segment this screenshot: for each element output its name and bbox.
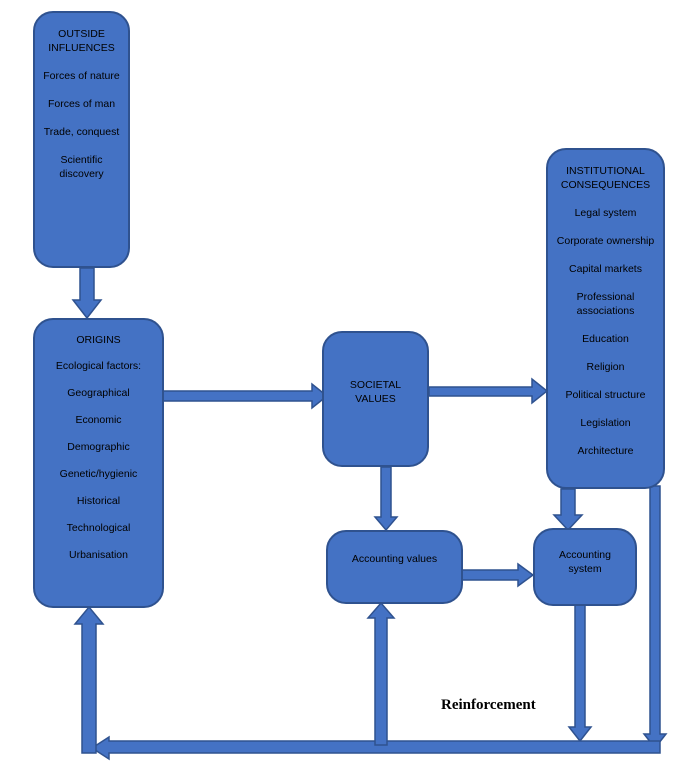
institutional-item: Religion	[586, 361, 625, 373]
origins-box: ORIGINS Ecological factors: Geographical…	[33, 318, 164, 608]
accounting-values-box: Accounting values	[326, 530, 463, 604]
accounting-system-box: Accounting system	[533, 528, 637, 606]
reinforcement-bar	[90, 735, 661, 761]
institutional-item: Architecture	[577, 445, 634, 457]
accounting-values-title: Accounting values	[351, 553, 438, 565]
reinforcement-label: Reinforcement	[441, 697, 536, 713]
societal-values-title: SOCIETAL VALUES	[349, 379, 402, 405]
accounting-system-title: Accounting system	[559, 549, 611, 575]
arrow-outside-to-origins	[71, 267, 103, 320]
outside-influences-item: Trade, conquest	[43, 126, 120, 138]
origins-item: Ecological factors:	[55, 360, 142, 372]
arrow-up-to-accounting-values	[366, 601, 396, 746]
outside-influences-item: Scientific discovery	[59, 154, 104, 180]
origins-title: ORIGINS	[76, 334, 121, 346]
arrow-institutional-to-accounting-system	[552, 488, 584, 532]
institutional-item: Capital markets	[569, 263, 642, 275]
outside-influences-item: Forces of man	[47, 98, 116, 110]
institutional-consequences-title: INSTITUTIONAL CONSEQUENCES	[560, 165, 651, 191]
arrow-societal-to-accounting-values	[373, 466, 399, 532]
outside-influences-item: Forces of nature	[43, 70, 120, 82]
outside-influences-box: OUTSIDE INFLUENCES Forces of nature Forc…	[33, 11, 130, 268]
institutional-item: Corporate ownership	[556, 235, 655, 247]
institutional-item: Legal system	[574, 207, 637, 219]
origins-item: Technological	[66, 522, 131, 534]
arrow-accounting-values-to-system	[461, 562, 535, 588]
arrow-origins-to-societal	[162, 382, 329, 410]
outside-influences-title: OUTSIDE INFLUENCES	[48, 28, 115, 54]
origins-item: Economic	[75, 414, 122, 426]
societal-values-box: SOCIETAL VALUES	[322, 331, 429, 467]
origins-item: Historical	[76, 495, 121, 507]
institutional-item: Legislation	[580, 417, 631, 429]
origins-item: Genetic/hygienic	[59, 468, 138, 480]
arrow-accounting-system-down	[567, 604, 593, 743]
institutional-item: Political structure	[565, 389, 646, 401]
origins-item: Urbanisation	[69, 549, 128, 561]
arrow-societal-to-institutional	[428, 377, 549, 405]
arrow-institutional-down	[642, 485, 668, 750]
institutional-item: Professional associations	[576, 291, 635, 317]
origins-item: Demographic	[67, 441, 130, 453]
institutional-consequences-box: INSTITUTIONAL CONSEQUENCES Legal system …	[546, 148, 665, 489]
origins-item: Geographical	[67, 387, 130, 399]
institutional-item: Education	[582, 333, 629, 345]
arrow-up-to-origins	[73, 605, 105, 754]
